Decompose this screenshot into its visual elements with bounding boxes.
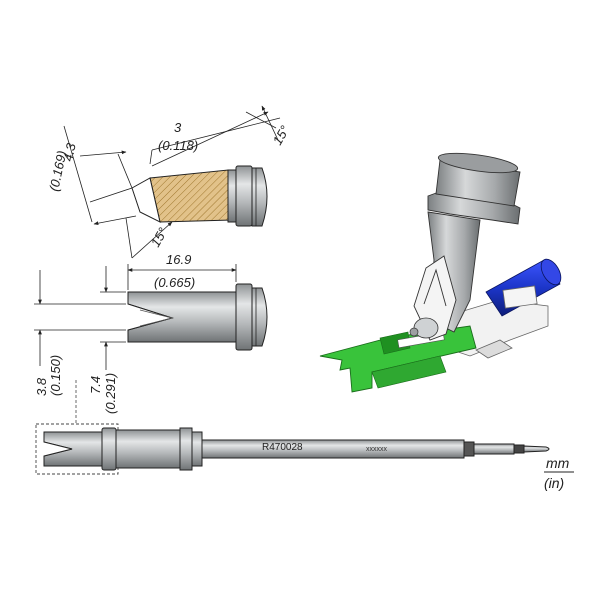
dim-height-e-mm: 7.4	[88, 376, 103, 394]
dim-width-a-in: (0.169)	[46, 149, 69, 192]
units-legend: mm (in)	[544, 455, 574, 491]
tip-end-cap-2	[251, 287, 268, 347]
dim-length-b-in: (0.118)	[158, 138, 198, 153]
dim-height-e-in: (0.291)	[103, 373, 118, 414]
tip-end-cap	[251, 167, 268, 227]
part-serial: xxxxxx	[366, 446, 388, 453]
tip-top-view: 16.9 (0.665) 3.8 (0.150) 7.4 (0.291)	[34, 252, 268, 414]
tip-wedge	[131, 177, 161, 223]
tip-side-view: 4.3 (0.169) 3 (0.118) 15° 15°	[46, 105, 292, 259]
dim-length-c-mm: 16.9	[166, 252, 191, 267]
tip-collar	[235, 165, 253, 227]
dim-width-a-mm: 4.3	[60, 141, 79, 163]
unit-imperial: (in)	[544, 475, 564, 491]
hatched-section	[149, 169, 233, 223]
tip-3d-illustration	[319, 152, 562, 393]
dim-height-d-mm: 3.8	[34, 377, 49, 396]
cartridge-collar	[101, 427, 117, 471]
dim-angle-bottom: 15°	[148, 225, 171, 250]
cartridge-shaft	[201, 439, 465, 459]
cartridge-full-view: R470028 xxxxxx	[35, 380, 550, 475]
dim-length-c-in: (0.665)	[154, 275, 195, 290]
tip-collar-2	[235, 283, 253, 351]
dim-length-b-mm: 3	[174, 120, 182, 135]
dim-height-d-in: (0.150)	[48, 355, 63, 396]
unit-metric: mm	[546, 455, 570, 471]
part-code: R470028	[262, 442, 303, 453]
